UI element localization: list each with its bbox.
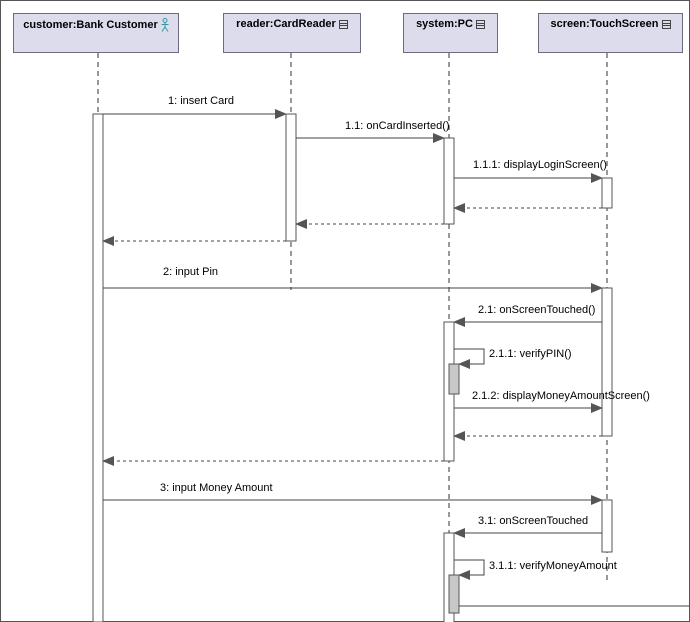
message-label: 1.1: onCardInserted(): [345, 120, 450, 132]
activation-screen-2[interactable]: [601, 287, 613, 437]
class-icon: [661, 19, 671, 29]
lifeline-label: reader:CardReader: [236, 18, 336, 30]
message-label: 1: insert Card: [168, 95, 234, 107]
class-icon: [475, 19, 485, 29]
lifeline-header-system[interactable]: system:PC: [403, 13, 498, 53]
class-icon: [338, 19, 348, 29]
message-label: 3.1: onScreenTouched: [478, 515, 588, 527]
lifeline-header-customer[interactable]: customer:Bank Customer: [13, 13, 179, 53]
actor-icon: [161, 18, 169, 32]
message-label: 3.1.1: verifyMoneyAmount: [489, 560, 617, 572]
activation-screen-3[interactable]: [601, 499, 613, 553]
lifeline-label: system:PC: [416, 18, 473, 30]
self-message-arrow[interactable]: [454, 559, 485, 580]
message-label: 2: input Pin: [163, 266, 218, 278]
activation-system-nested-2[interactable]: [448, 574, 460, 614]
lifeline-header-reader[interactable]: reader:CardReader: [223, 13, 361, 53]
lifeline-header-screen[interactable]: screen:TouchScreen: [538, 13, 683, 53]
message-label: 3: input Money Amount: [160, 482, 273, 494]
activation-system-1[interactable]: [443, 137, 455, 225]
lifeline-label: screen:TouchScreen: [550, 18, 659, 30]
message-label: 2.1: onScreenTouched(): [478, 304, 595, 316]
message-label: 2.1.2: displayMoneyAmountScreen(): [472, 390, 650, 402]
self-message-arrow[interactable]: [454, 348, 485, 369]
activation-screen-1[interactable]: [601, 177, 613, 209]
activation-customer[interactable]: [92, 113, 104, 622]
message-label: 1.1.1: displayLoginScreen(): [473, 159, 607, 171]
lifeline-label: customer:Bank Customer: [23, 19, 158, 31]
activation-reader[interactable]: [285, 113, 297, 242]
activation-system-nested-1[interactable]: [448, 363, 460, 395]
message-label: 2.1.1: verifyPIN(): [489, 348, 572, 360]
